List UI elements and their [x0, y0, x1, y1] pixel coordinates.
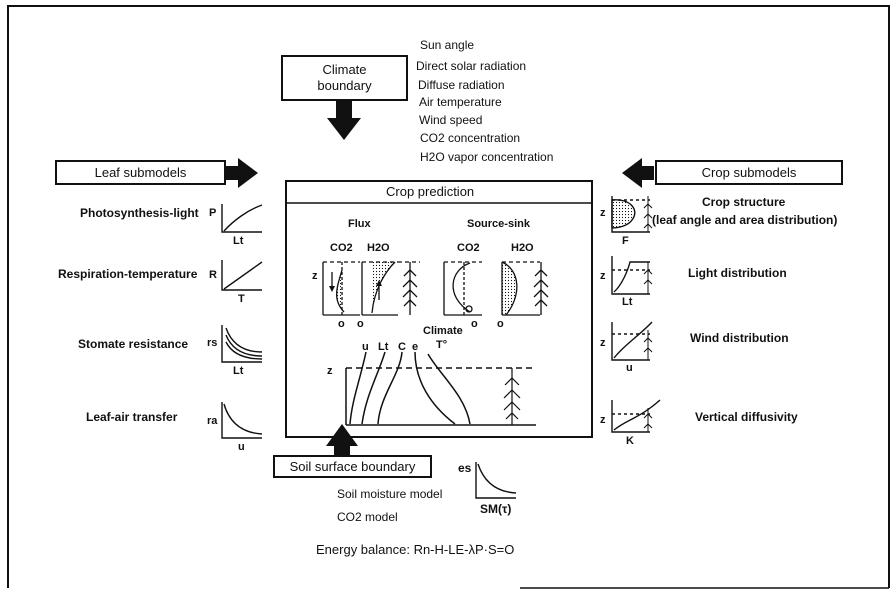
climate-var-diffuse-radiation: Diffuse radiation [418, 78, 505, 92]
climate-z-label: z [327, 365, 333, 377]
soil-boundary-box: Soil surface boundary [273, 455, 432, 478]
climate-boundary-line2: boundary [317, 78, 371, 94]
crop-axis-f: F [622, 235, 629, 247]
leaf-submodels-title: Leaf submodels [95, 165, 187, 181]
ss-h2o-label: H2O [511, 242, 534, 254]
co2-model-label: CO2 model [337, 510, 398, 524]
source-sink-panel [444, 262, 548, 315]
leaf-label-photosynthesis: Photosynthesis-light [80, 206, 199, 220]
soil-es-chart [476, 462, 516, 498]
leaf-chart-photosynthesis [222, 204, 262, 232]
ss-co2-label: CO2 [457, 242, 480, 254]
leaf-axis-rs: rs [207, 337, 217, 349]
climate-arrow [327, 100, 361, 140]
source-sink-title: Source-sink [467, 218, 530, 230]
leaf-axis-u: u [238, 441, 245, 453]
climate-var-air-temperature: Air temperature [419, 95, 502, 109]
crop-chart-light [612, 256, 652, 294]
climate-title: Climate [423, 325, 463, 337]
climate-var-u: u [362, 341, 369, 353]
crop-label-diffusivity: Vertical diffusivity [695, 410, 798, 424]
climate-boundary-box: Climate boundary [281, 55, 408, 101]
flux-o1: o [338, 318, 345, 330]
crop-axis-u: u [626, 362, 633, 374]
crop-label-structure-sub: (leaf angle and area distribution) [652, 213, 837, 227]
crop-label-light: Light distribution [688, 266, 787, 280]
soil-es-axis: es [458, 461, 471, 475]
crop-prediction-box [286, 181, 592, 437]
crop-arrow [622, 158, 654, 188]
soil-moisture-label: Soil moisture model [337, 487, 442, 501]
crop-axis-z4: z [600, 414, 606, 426]
crop-chart-structure [612, 196, 652, 232]
soil-boundary-title: Soil surface boundary [290, 459, 416, 475]
climate-var-wind-speed: Wind speed [419, 113, 482, 127]
flux-o2: o [357, 318, 364, 330]
leaf-chart-stomate [222, 325, 262, 362]
soil-sm-axis: SM(τ) [480, 502, 511, 516]
flux-co2-label: CO2 [330, 242, 353, 254]
crop-axis-lt: Lt [622, 296, 632, 308]
climate-var-direct-radiation: Direct solar radiation [416, 59, 526, 73]
ss-o2: o [497, 318, 504, 330]
leaf-label-respiration: Respiration-temperature [58, 267, 197, 281]
climate-var-lt: Lt [378, 341, 388, 353]
flux-title: Flux [348, 218, 371, 230]
leaf-chart-respiration [222, 260, 262, 290]
leaf-label-stomate: Stomate resistance [78, 337, 188, 351]
crop-chart-diffusivity [612, 400, 660, 432]
crop-axis-z2: z [600, 270, 606, 282]
leaf-axis-p: P [209, 207, 216, 219]
outer-border [8, 6, 889, 588]
crop-chart-wind [612, 322, 652, 360]
crop-axis-z1: z [600, 207, 606, 219]
leaf-arrow [226, 158, 258, 188]
energy-balance: Energy balance: Rn-H-LE-λP·S=O [316, 543, 514, 557]
crop-axis-z3: z [600, 337, 606, 349]
ss-o1: o [471, 318, 478, 330]
crop-prediction-title: Crop prediction [386, 185, 474, 199]
crop-submodels-box: Crop submodels [655, 160, 843, 185]
crop-axis-k: K [626, 435, 634, 447]
leaf-axis-lt: Lt [233, 235, 243, 247]
leaf-chart-leaf-air [222, 402, 262, 438]
leaf-submodels-box: Leaf submodels [55, 160, 226, 185]
flux-h2o-label: H2O [367, 242, 390, 254]
climate-profiles [346, 352, 536, 425]
crop-label-wind: Wind distribution [690, 331, 789, 345]
flux-panel [323, 262, 420, 315]
leaf-axis-t: T [238, 293, 245, 305]
climate-var-co2: CO2 concentration [420, 131, 520, 145]
flux-z-label: z [312, 270, 318, 282]
leaf-axis-ra: ra [207, 415, 217, 427]
climate-var-h2o: H2O vapor concentration [420, 150, 553, 164]
leaf-axis-lt2: Lt [233, 365, 243, 377]
climate-var-e: e [412, 341, 418, 353]
climate-boundary-line1: Climate [322, 62, 366, 78]
crop-submodels-title: Crop submodels [702, 165, 797, 181]
leaf-axis-r: R [209, 269, 217, 281]
climate-var-sun-angle: Sun angle [420, 38, 474, 52]
climate-var-c: C [398, 341, 406, 353]
climate-var-t: T° [436, 339, 447, 351]
leaf-label-leaf-air: Leaf-air transfer [86, 410, 177, 424]
crop-label-structure: Crop structure [702, 195, 785, 209]
soil-arrow [326, 424, 358, 457]
